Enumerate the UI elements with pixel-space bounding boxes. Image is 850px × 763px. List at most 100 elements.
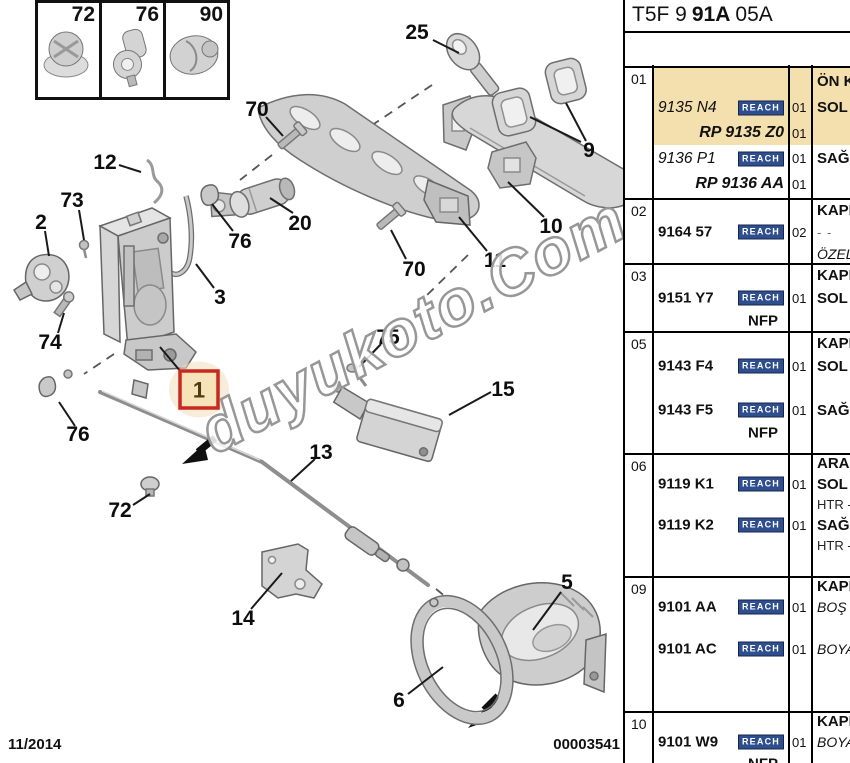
catalog-code-suffix: 05A: [735, 3, 773, 26]
callout-3: 3: [214, 286, 226, 309]
callout-leader-line: [532, 591, 562, 631]
callout-leader-line: [390, 229, 407, 260]
row-ref-number: 09: [631, 581, 647, 597]
bracket-2-part: [12, 253, 70, 302]
table-line: HTR -: [625, 537, 850, 554]
quantity-cell: 01: [792, 517, 807, 533]
description-cell: SOL: [817, 357, 848, 375]
quantity-cell: 01: [792, 402, 807, 418]
part-cell: [652, 68, 788, 94]
part-number: 9143 F4: [658, 357, 714, 375]
callout-leader-line: [507, 181, 545, 218]
table-line: NFP: [625, 311, 850, 331]
door-lock-unit-part: [98, 207, 197, 371]
callout-5: 5: [561, 571, 573, 594]
screw-73-part: [78, 239, 90, 259]
handle-end-piece-part: [487, 141, 537, 189]
callout-9: 9: [583, 139, 595, 162]
control-rod-part: [98, 390, 430, 587]
part-number: 9101 AC: [658, 640, 717, 658]
part-cell: [652, 619, 788, 637]
description-cell: ÖN KA: [817, 72, 850, 90]
row-ref-number: 02: [631, 203, 647, 219]
callout-leader-line: [58, 401, 76, 427]
callout-leader-line: [159, 346, 182, 373]
quantity-cell: 01: [792, 358, 807, 374]
callout-leader-line: [269, 197, 294, 214]
grommet-72-part: [140, 476, 160, 497]
quantity-cell: 01: [792, 125, 807, 141]
quantity-cell: 01: [792, 100, 807, 115]
quantity-cell: 01: [792, 151, 807, 166]
description-cell: SOL: [817, 475, 848, 493]
part-number: 9143 F5: [658, 401, 714, 419]
callout-leader-line: [195, 263, 215, 289]
part-cell: [652, 265, 788, 285]
reach-badge: REACH: [738, 476, 784, 492]
callout-leader-line: [118, 164, 142, 173]
description-cell: KAPI: [817, 266, 850, 284]
part-cell: 9101 AC REACH: [652, 637, 788, 661]
table-line: NFP: [625, 754, 850, 763]
part-number: 9136 P1: [658, 149, 716, 167]
quantity-cell: 01: [792, 476, 807, 492]
row-ref-number: 06: [631, 458, 647, 474]
reach-badge: REACH: [738, 402, 784, 418]
table-line: KAPI: [625, 265, 850, 285]
table-line: 9101 ACREACH01BOYA: [625, 637, 850, 661]
part-cell: [652, 379, 788, 397]
description-cell: SAĞ: [817, 150, 850, 167]
reach-badge: REACH: [738, 641, 784, 657]
callout-6: 6: [393, 689, 405, 712]
direction-arrow: [182, 435, 218, 464]
callout-76: 76: [66, 423, 89, 446]
quantity-cell: 01: [792, 599, 807, 615]
reach-badge: REACH: [738, 599, 784, 615]
screw-75-part: [346, 363, 368, 387]
grommet-thumbnail: [43, 31, 89, 78]
clip-pin-part: [63, 369, 73, 379]
inset-parts-strip: 72 76 90: [35, 0, 230, 100]
callout-73: 73: [60, 189, 83, 212]
callout-72: 72: [108, 499, 131, 522]
callout-70: 70: [402, 258, 425, 281]
part-cell: [652, 713, 788, 730]
part-cell: RP 9136 AA: [652, 172, 788, 196]
callout-leader-line: [458, 216, 488, 252]
callout-leader-line: [132, 493, 151, 506]
footer-date: 11/2014: [8, 736, 62, 753]
clip-76-part: [38, 376, 57, 398]
part-cell: [652, 200, 788, 220]
row-ref-number: 03: [631, 268, 647, 284]
description-cell: KAPI: [817, 713, 850, 730]
table-line: ÖZEL: [625, 244, 850, 263]
description-cell: SOL: [817, 99, 848, 116]
part-cell: [652, 455, 788, 472]
description-cell: SAĞ: [817, 516, 850, 534]
callout-76: 76: [228, 230, 251, 253]
callout-leader-line: [565, 102, 587, 142]
table-line: ÖN KA: [625, 68, 850, 94]
callout-leader-line: [78, 209, 85, 241]
callout-leader-line: [250, 572, 283, 610]
description-cell: - -: [817, 224, 833, 240]
catalog-code-prefix: T5F 9: [632, 3, 687, 26]
part-cell: [652, 496, 788, 513]
callout-leader-line: [290, 458, 316, 482]
description-cell: ÖZEL: [817, 245, 850, 262]
part-cell: [652, 333, 788, 353]
module-15-part: [332, 385, 443, 463]
rod-clip-part: [131, 379, 149, 399]
